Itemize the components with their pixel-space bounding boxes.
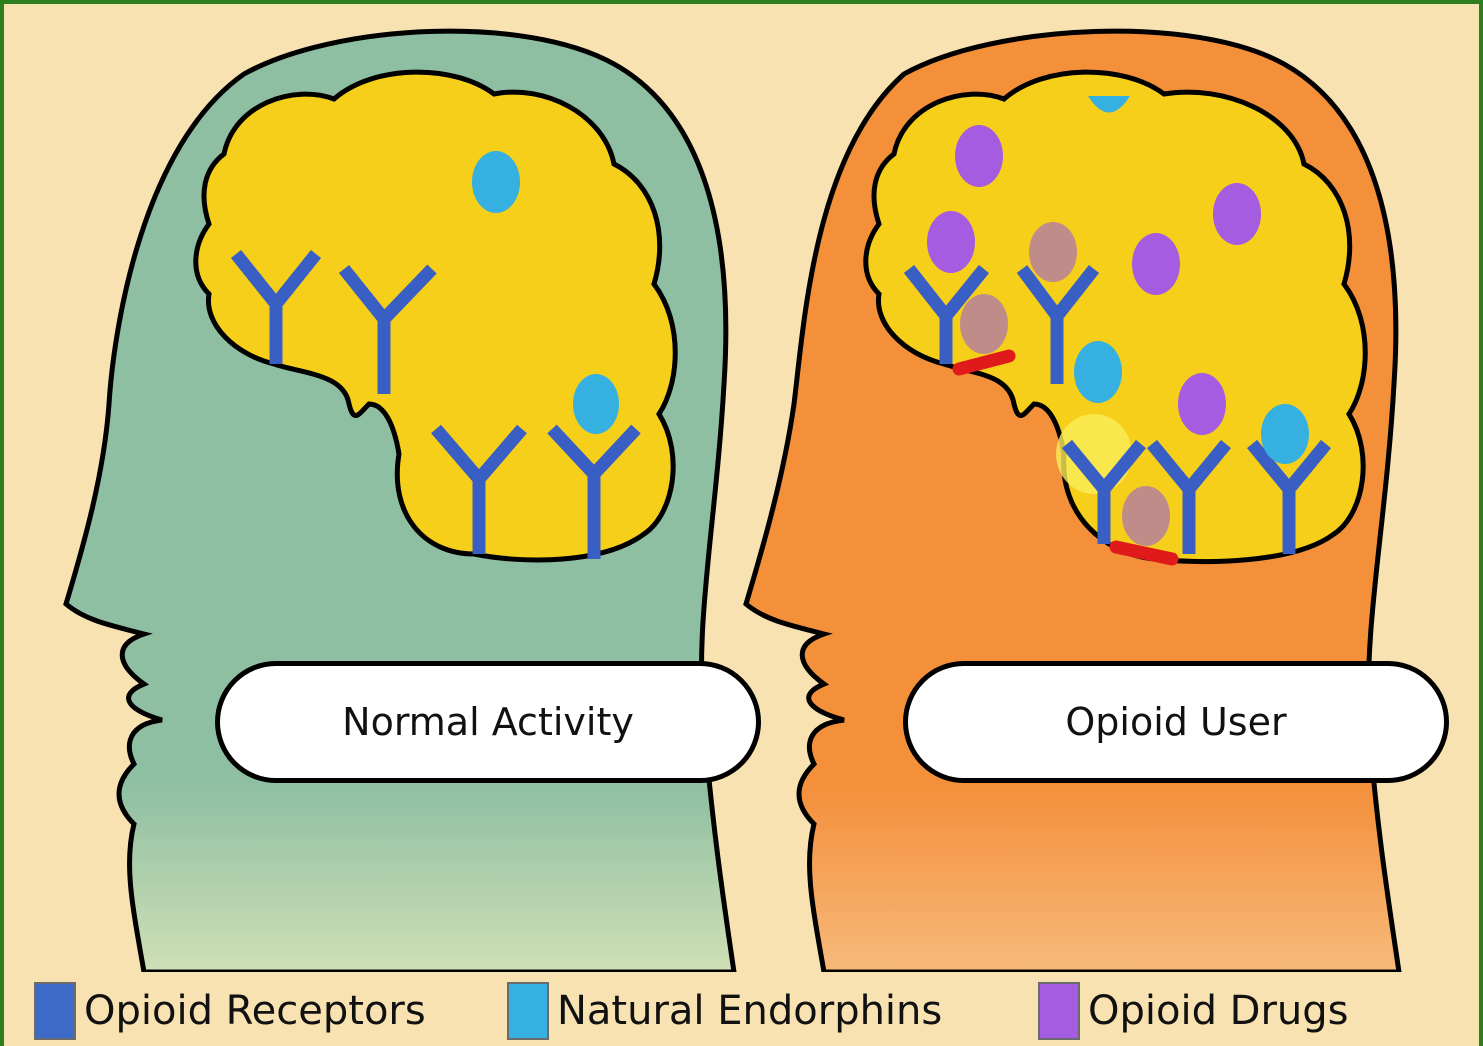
legend-label-drugs: Opioid Drugs	[1088, 988, 1349, 1034]
legend-swatch-receptors	[34, 982, 76, 1040]
legend-label-receptors: Opioid Receptors	[84, 988, 426, 1034]
legend-item-opioid-drugs: Opioid Drugs	[1038, 982, 1349, 1040]
endorphin-left-2	[573, 374, 619, 434]
endorphin-left-1	[472, 151, 520, 213]
normal-activity-label: Normal Activity	[215, 661, 761, 783]
legend-swatch-endorphins	[507, 982, 549, 1040]
legend-swatch-drugs	[1038, 982, 1080, 1040]
legend: Opioid Receptors Natural Endorphins Opio…	[4, 972, 1479, 1046]
diagram-artwork	[4, 4, 1479, 1046]
legend-item-opioid-receptors: Opioid Receptors	[34, 982, 426, 1040]
legend-item-natural-endorphins: Natural Endorphins	[507, 982, 942, 1040]
legend-label-endorphins: Natural Endorphins	[557, 988, 942, 1034]
diagram-frame: Normal Activity Opioid User Opioid Recep…	[4, 4, 1479, 1046]
opioid-user-label: Opioid User	[903, 661, 1449, 783]
